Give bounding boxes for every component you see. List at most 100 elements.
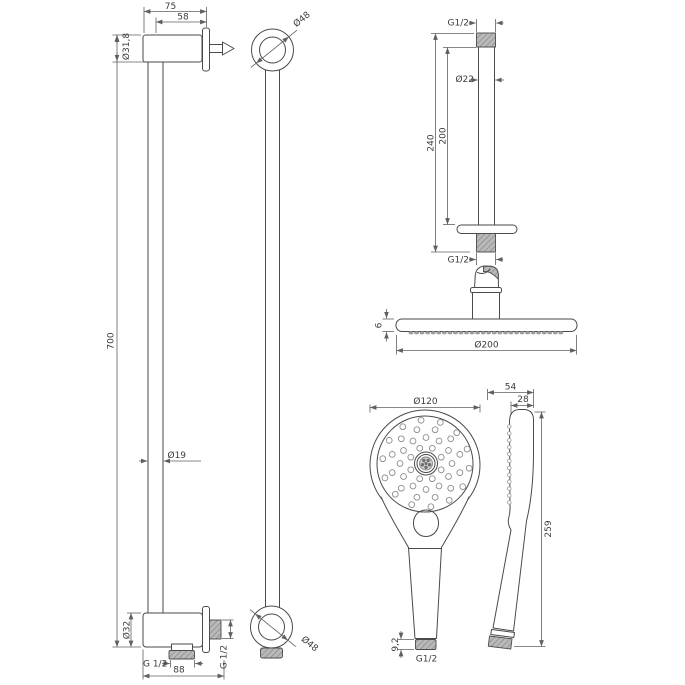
face-bump: [507, 438, 512, 443]
dim-label-ring-top-dia: Ø48: [291, 9, 313, 29]
dim-label-depth-54: 54: [505, 383, 517, 393]
nozzle: [413, 493, 421, 501]
nozzle: [459, 483, 467, 490]
face-bump: [507, 472, 512, 477]
hub-hole: [420, 463, 425, 467]
dim-label-width-58: 58: [177, 13, 189, 23]
ceiling-arm-view: G1/2 Ø22 240 200 G1/2: [427, 19, 518, 266]
dim-ring-top: [255, 36, 290, 64]
dim-label-bracket-dia: Ø32: [122, 621, 133, 640]
dim-label-arm-thread-bottom: G1/2: [448, 256, 469, 266]
hub-hole: [427, 463, 432, 467]
dim-label-arm-thread-top: G1/2: [448, 19, 469, 29]
plate-dot: [519, 331, 525, 335]
nozzle: [400, 447, 407, 454]
nozzle: [428, 444, 436, 452]
nozzle: [435, 482, 443, 490]
nozzle: [399, 423, 407, 431]
handle-neck-mask: [381, 496, 469, 639]
dim-label-200: 200: [439, 127, 449, 144]
nozzle: [431, 493, 439, 501]
nozzle: [397, 435, 405, 443]
hand-shower-side-view: 54 28 259: [487, 383, 554, 650]
plate-dot: [503, 331, 508, 335]
plate-dot: [552, 331, 558, 335]
nozzle: [385, 437, 393, 444]
rail-tube-front: [265, 49, 280, 628]
nozzle: [409, 437, 417, 445]
nozzle: [413, 426, 421, 434]
plate-dot: [497, 331, 503, 335]
dim-label-outlet-thread: G 1/2: [143, 660, 167, 670]
face-bump: [507, 465, 512, 471]
rail-tube-side: [147, 61, 164, 614]
hose-nut: [260, 647, 283, 659]
side-thread-connector: [209, 619, 222, 640]
outlet-thread-cap: [168, 650, 195, 660]
nozzle: [396, 460, 404, 467]
side-nozzle-bumps: [507, 424, 512, 505]
arm-tube: [478, 46, 495, 228]
nozzle: [381, 474, 389, 482]
face-bump: [507, 479, 512, 484]
nozzle: [456, 469, 464, 476]
wall-plate-top: [202, 27, 210, 72]
shower-plate: [395, 318, 578, 332]
nozzle: [448, 460, 456, 467]
dim-label-240: 240: [427, 134, 437, 151]
dim-label-ring-bottom-dia: Ø48: [299, 634, 321, 654]
plate-dot: [486, 331, 492, 335]
plate-dot: [547, 331, 553, 335]
face-bump: [507, 486, 512, 491]
nozzle: [416, 444, 424, 452]
nozzle: [456, 451, 464, 458]
nozzle: [463, 445, 471, 453]
spray-nozzles: [379, 416, 473, 511]
nozzle: [388, 469, 396, 476]
side-thread: [487, 635, 513, 650]
plate-dot: [464, 331, 469, 335]
ceiling-flange: [456, 224, 518, 234]
rail-front-view: Ø48 Ø48: [249, 9, 321, 659]
nozzle: [436, 419, 444, 426]
fixing-pin-shaft: [209, 44, 223, 53]
nozzle: [445, 496, 453, 504]
dim-label-hand-thread: G1/2: [416, 655, 437, 665]
nozzle: [435, 437, 443, 445]
nozzle: [400, 473, 407, 480]
plate-dot: [408, 331, 414, 335]
plate-dot: [436, 331, 442, 335]
nozzle: [417, 416, 425, 424]
dim-label-side-thread: G 1/2: [220, 645, 230, 669]
plate-dot: [425, 331, 431, 335]
dim-label-plate-dia: Ø200: [474, 340, 499, 351]
nozzle: [409, 482, 417, 490]
plate-dot: [558, 331, 564, 335]
hub-hole: [424, 465, 428, 469]
plate-dot: [414, 331, 419, 335]
dim-ring-bottom: [254, 613, 289, 641]
nozzle: [422, 486, 430, 493]
dim-label-length-700: 700: [107, 332, 117, 349]
nozzle: [408, 501, 416, 508]
ball-joint-hatch: [483, 265, 499, 281]
dim-label-length-259: 259: [544, 520, 554, 537]
nozzle: [428, 475, 436, 483]
wall-bracket-bottom: [142, 612, 203, 648]
nozzle: [437, 453, 445, 461]
dim-label-spacing-88: 88: [173, 666, 185, 676]
arm-thread-top: [476, 32, 496, 48]
plate-dot: [508, 331, 514, 335]
nozzle: [447, 435, 455, 443]
face-bump: [507, 493, 512, 498]
nozzle: [453, 429, 461, 437]
diverter-button[interactable]: [412, 509, 440, 537]
plate-dot: [430, 331, 436, 335]
wall-bracket-top: [142, 34, 203, 63]
plate-dot: [447, 331, 453, 335]
nozzle: [437, 466, 445, 474]
nozzle: [465, 464, 473, 472]
nozzle: [427, 503, 435, 511]
rail-side-view: Ø31,8 700 75 58 Ø19 Ø32 G 1/2 88 G 1/2: [107, 2, 235, 680]
